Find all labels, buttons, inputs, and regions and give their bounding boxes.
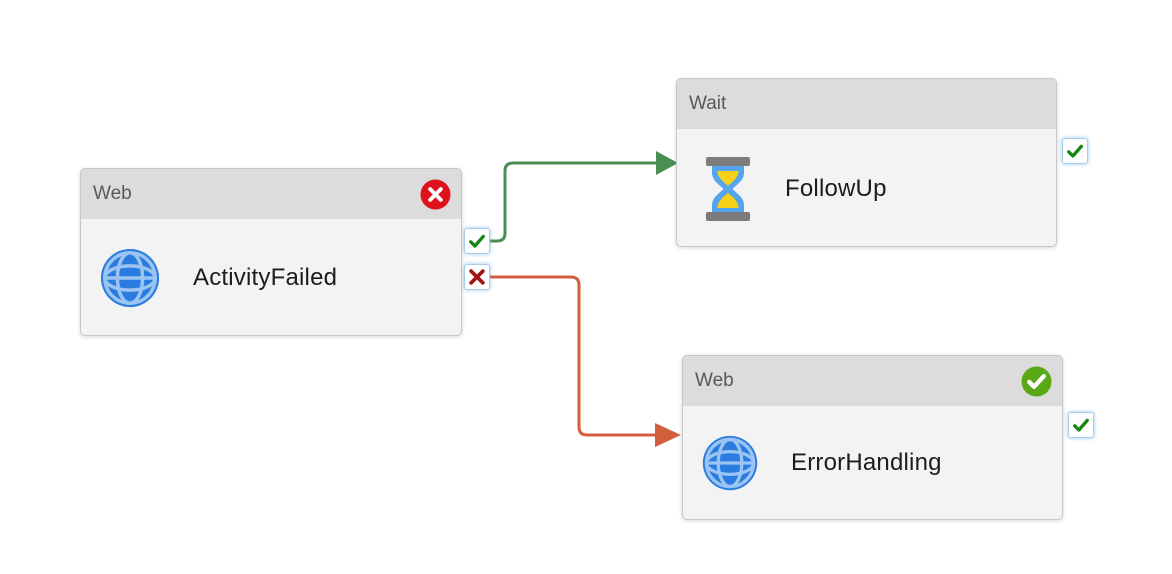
hourglass-icon (703, 156, 753, 221)
failure-connector[interactable] (490, 275, 681, 447)
success-connector-arrowhead-icon (656, 151, 678, 175)
check-icon (1067, 144, 1083, 158)
x-icon (469, 269, 485, 285)
activity-node-errorhandling[interactable]: Web ErrorHand (682, 355, 1063, 520)
activity-node-followup[interactable]: Wait FollowUp (676, 78, 1057, 247)
activity-body: FollowUp (677, 129, 1056, 246)
success-output-port[interactable] (1068, 412, 1094, 438)
failed-status-badge-icon (420, 178, 451, 210)
activity-body: ErrorHandling (683, 406, 1062, 519)
failure-output-port[interactable] (464, 264, 490, 290)
globe-icon (701, 434, 759, 492)
activity-name: FollowUp (785, 174, 887, 202)
succeeded-status-badge-icon (1021, 365, 1052, 397)
success-connector-line[interactable] (490, 161, 657, 243)
activity-header: Wait (677, 79, 1056, 129)
success-output-port[interactable] (1062, 138, 1088, 164)
activity-name: ActivityFailed (193, 264, 338, 291)
activity-body: ActivityFailed (81, 219, 461, 335)
success-output-port[interactable] (464, 228, 490, 254)
activity-type-label: Web (93, 183, 132, 204)
activity-node-activityfailed[interactable]: Web ActivityF (80, 168, 462, 336)
activity-header: Web (81, 169, 461, 219)
globe-icon (99, 247, 161, 309)
success-connector[interactable] (490, 151, 678, 243)
activity-name: ErrorHandling (791, 448, 942, 476)
activity-type-label: Wait (689, 93, 727, 114)
failure-connector-arrowhead-icon (655, 423, 681, 447)
check-icon (1073, 418, 1089, 432)
activity-type-label: Web (695, 370, 734, 391)
activity-header: Web (683, 356, 1062, 406)
failure-connector-line[interactable] (490, 275, 656, 437)
check-icon (469, 234, 485, 248)
